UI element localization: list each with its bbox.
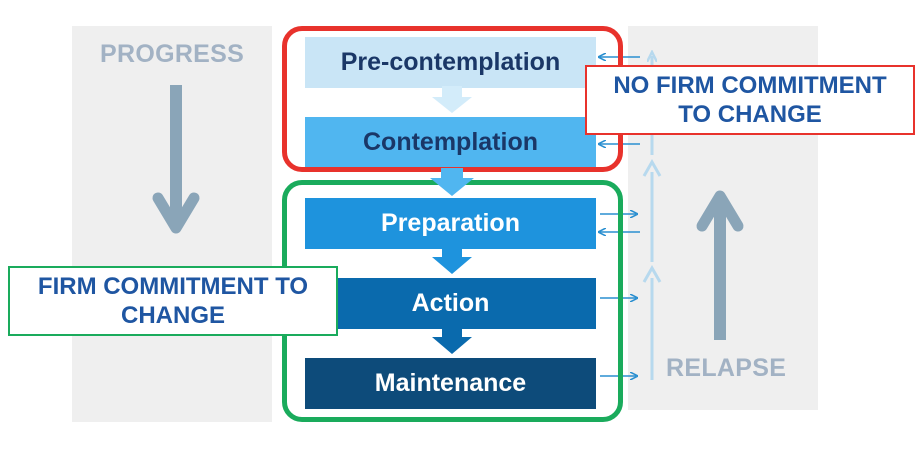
relapse-arrow-icon: [696, 190, 744, 340]
firm-commitment-callout: FIRM COMMITMENT TO CHANGE: [8, 266, 338, 336]
stage-contemplation: Contemplation: [305, 117, 596, 168]
down-arrow-icon: [432, 247, 472, 274]
down-arrow-icon: [432, 86, 472, 113]
down-arrow-icon: [432, 327, 472, 354]
down-arrow-icon: [430, 168, 474, 196]
stage-action: Action: [305, 278, 596, 329]
stage-pre-contemplation: Pre-contemplation: [305, 37, 596, 88]
stage-preparation: Preparation: [305, 198, 596, 249]
stage-maintenance: Maintenance: [305, 358, 596, 409]
progress-arrow-icon: [152, 85, 200, 234]
relapse-label: RELAPSE: [666, 354, 787, 382]
progress-label: PROGRESS: [100, 40, 245, 68]
no-firm-commitment-callout: NO FIRM COMMITMENT TO CHANGE: [585, 65, 915, 135]
